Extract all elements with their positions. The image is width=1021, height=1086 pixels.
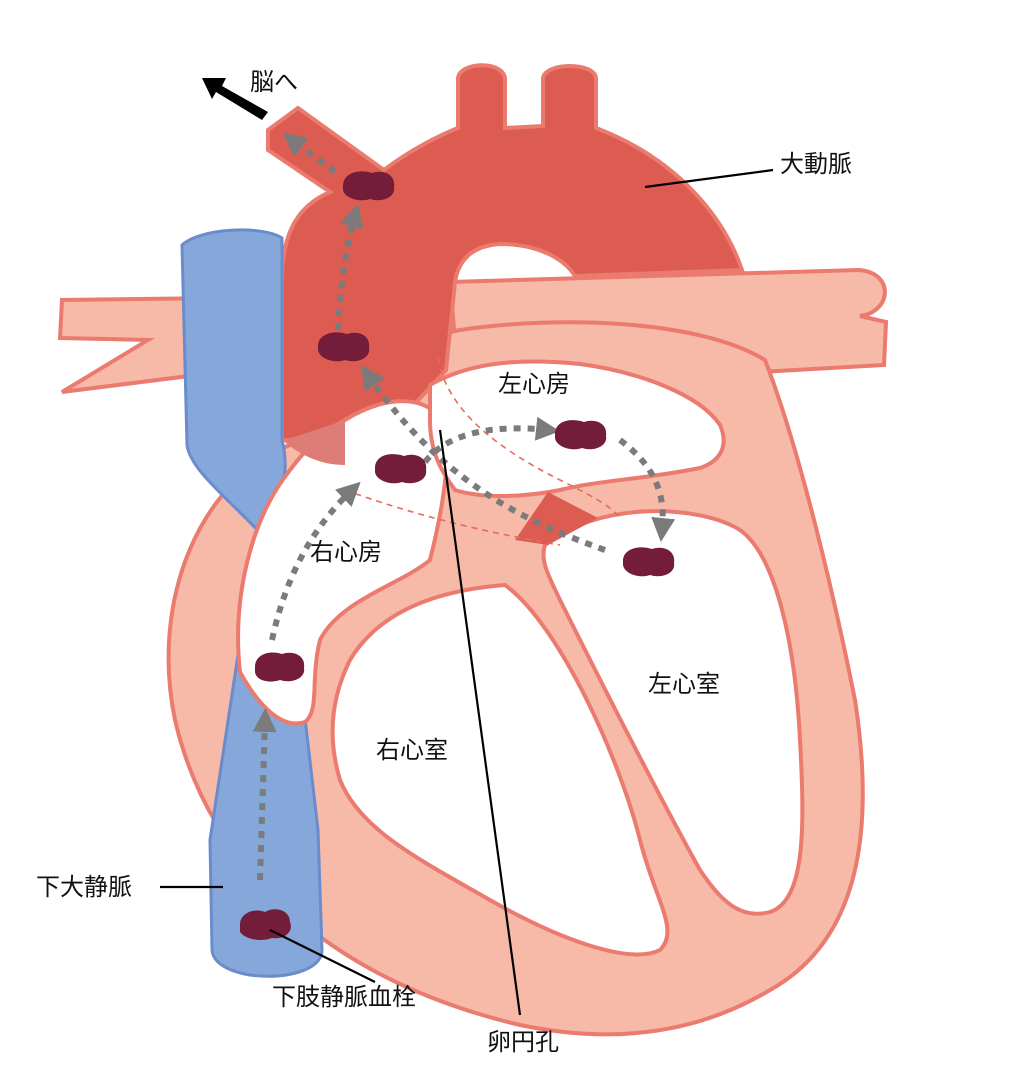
clot-right-atrium — [375, 454, 427, 484]
superior-vena-cava — [180, 228, 287, 538]
label-to-brain: 脳へ — [250, 68, 298, 96]
flow-path-aorta-ascending — [335, 203, 364, 331]
leader-line-aorta — [644, 168, 774, 189]
label-thrombus: 下肢静脈血栓 — [272, 983, 416, 1011]
clot-ascending-aorta — [318, 332, 370, 362]
leader-line-foramen — [438, 429, 522, 1016]
aorta-overlap-shade — [282, 420, 345, 465]
flow-path-to-brain — [282, 132, 337, 175]
label-left-atrium: 左心房 — [498, 370, 570, 398]
flow-path-through-foramen — [422, 416, 560, 464]
flow-path-ventricle-to-aorta — [361, 365, 606, 553]
clot-left-atrium — [555, 420, 607, 450]
aortic-arch — [266, 63, 745, 443]
label-foramen-ovale: 卵円孔 — [487, 1028, 559, 1056]
septum-dashed-line-1 — [437, 357, 621, 519]
clot-left-ventricle — [623, 547, 675, 577]
label-left-ventricle: 左心室 — [648, 670, 720, 698]
flow-path-left-atrium-to-ventricle — [618, 437, 676, 542]
label-aorta: 大動脈 — [780, 150, 852, 178]
label-ivc: 下大静脈 — [36, 873, 132, 901]
right-ventricle-chamber — [330, 582, 670, 957]
to-brain-arrow — [202, 78, 268, 120]
septum-dashed-line-2 — [344, 489, 561, 546]
leader-line-thrombus — [269, 929, 376, 983]
label-right-ventricle: 右心室 — [376, 736, 448, 764]
left-ventricle-chamber — [541, 509, 805, 916]
aortic-valve-shade — [515, 492, 598, 545]
clot-ivc — [240, 909, 291, 940]
flow-path-right-atrium — [269, 481, 361, 641]
clot-aortic-branch — [343, 171, 395, 201]
clot-ivc-entry — [255, 652, 305, 682]
label-right-atrium: 右心房 — [310, 538, 382, 566]
